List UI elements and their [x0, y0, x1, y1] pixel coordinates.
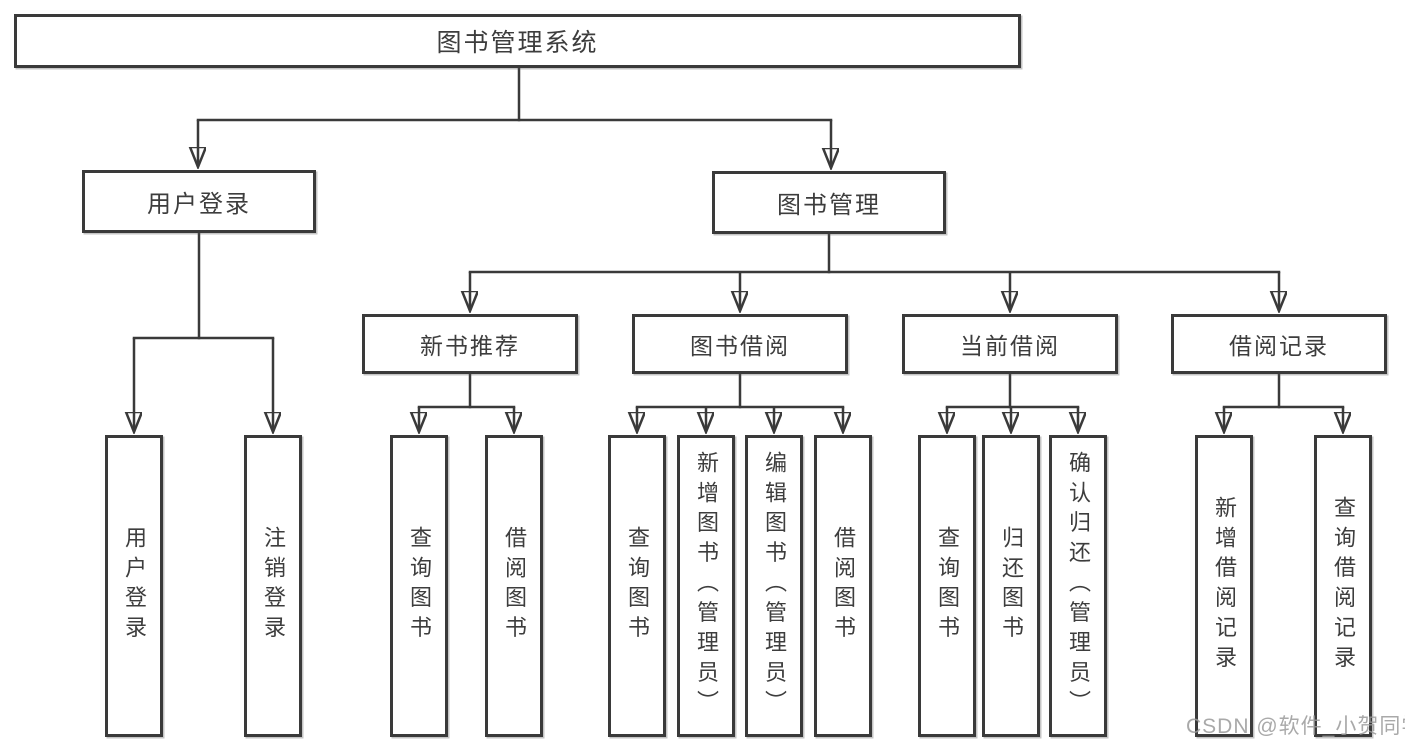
leaf-logout-label: 注销登录: [261, 526, 286, 646]
leaf-borrow-borrow-books-label: 借阅图书: [831, 526, 856, 646]
node-book-management: 图书管理: [712, 171, 946, 234]
node-book-management-label: 图书管理: [777, 192, 881, 219]
leaf-borrow-borrow-books: 借阅图书: [814, 435, 872, 737]
leaf-recommend-borrow-books-label: 借阅图书: [502, 526, 527, 646]
connector-records-to-leaves: [1224, 372, 1343, 432]
node-new-book-recommendation: 新书推荐: [362, 314, 578, 374]
node-root-label: 图书管理系统: [436, 29, 599, 57]
leaf-borrow-add-books-admin-label: 新增图书（管理员）: [694, 451, 719, 721]
leaf-recommend-query-books: 查询图书: [390, 435, 448, 737]
leaf-borrow-query-books-label: 查询图书: [625, 526, 650, 646]
leaf-current-query-books: 查询图书: [918, 435, 976, 737]
leaf-borrow-query-books: 查询图书: [608, 435, 666, 737]
connector-root-to-level2: [198, 66, 831, 168]
node-user-login-label: 用户登录: [147, 191, 251, 218]
leaf-current-query-books-label: 查询图书: [935, 526, 960, 646]
leaf-borrow-edit-books-admin-label: 编辑图书（管理员）: [762, 451, 787, 721]
node-borrowing-records: 借阅记录: [1171, 314, 1387, 374]
leaf-records-add-record: 新增借阅记录: [1195, 435, 1253, 737]
leaf-records-query-record-label: 查询借阅记录: [1331, 496, 1356, 676]
leaf-borrow-add-books-admin: 新增图书（管理员）: [677, 435, 735, 737]
node-user-login: 用户登录: [82, 170, 316, 233]
leaf-borrow-edit-books-admin: 编辑图书（管理员）: [745, 435, 803, 737]
node-current-borrowing-label: 当前借阅: [960, 333, 1060, 359]
leaf-recommend-query-books-label: 查询图书: [407, 526, 432, 646]
leaf-recommend-borrow-books: 借阅图书: [485, 435, 543, 737]
node-book-borrowing-label: 图书借阅: [690, 333, 790, 359]
node-borrowing-records-label: 借阅记录: [1229, 333, 1329, 359]
node-current-borrowing: 当前借阅: [902, 314, 1118, 374]
connector-user-login-to-leaves: [134, 231, 273, 432]
leaf-current-return-books-label: 归还图书: [999, 526, 1024, 646]
node-new-book-recommendation-label: 新书推荐: [420, 333, 520, 359]
connector-current-to-leaves: [947, 372, 1078, 432]
node-root-library-management-system: 图书管理系统: [14, 14, 1021, 68]
leaf-records-query-record: 查询借阅记录: [1314, 435, 1372, 737]
leaf-user-login-label: 用户登录: [122, 526, 147, 646]
leaf-logout: 注销登录: [244, 435, 302, 737]
leaf-user-login: 用户登录: [105, 435, 163, 737]
leaf-records-add-record-label: 新增借阅记录: [1212, 496, 1237, 676]
leaf-current-confirm-return-admin: 确认归还（管理员）: [1049, 435, 1107, 737]
connector-recommend-to-leaves: [419, 372, 514, 432]
leaf-current-confirm-return-admin-label: 确认归还（管理员）: [1066, 451, 1091, 721]
connector-borrow-to-leaves: [637, 372, 843, 432]
leaf-current-return-books: 归还图书: [982, 435, 1040, 737]
csdn-watermark: CSDN @软件_小贺同学: [1186, 715, 1405, 738]
connector-book-management-to-sections: [470, 232, 1279, 311]
node-book-borrowing: 图书借阅: [632, 314, 848, 374]
